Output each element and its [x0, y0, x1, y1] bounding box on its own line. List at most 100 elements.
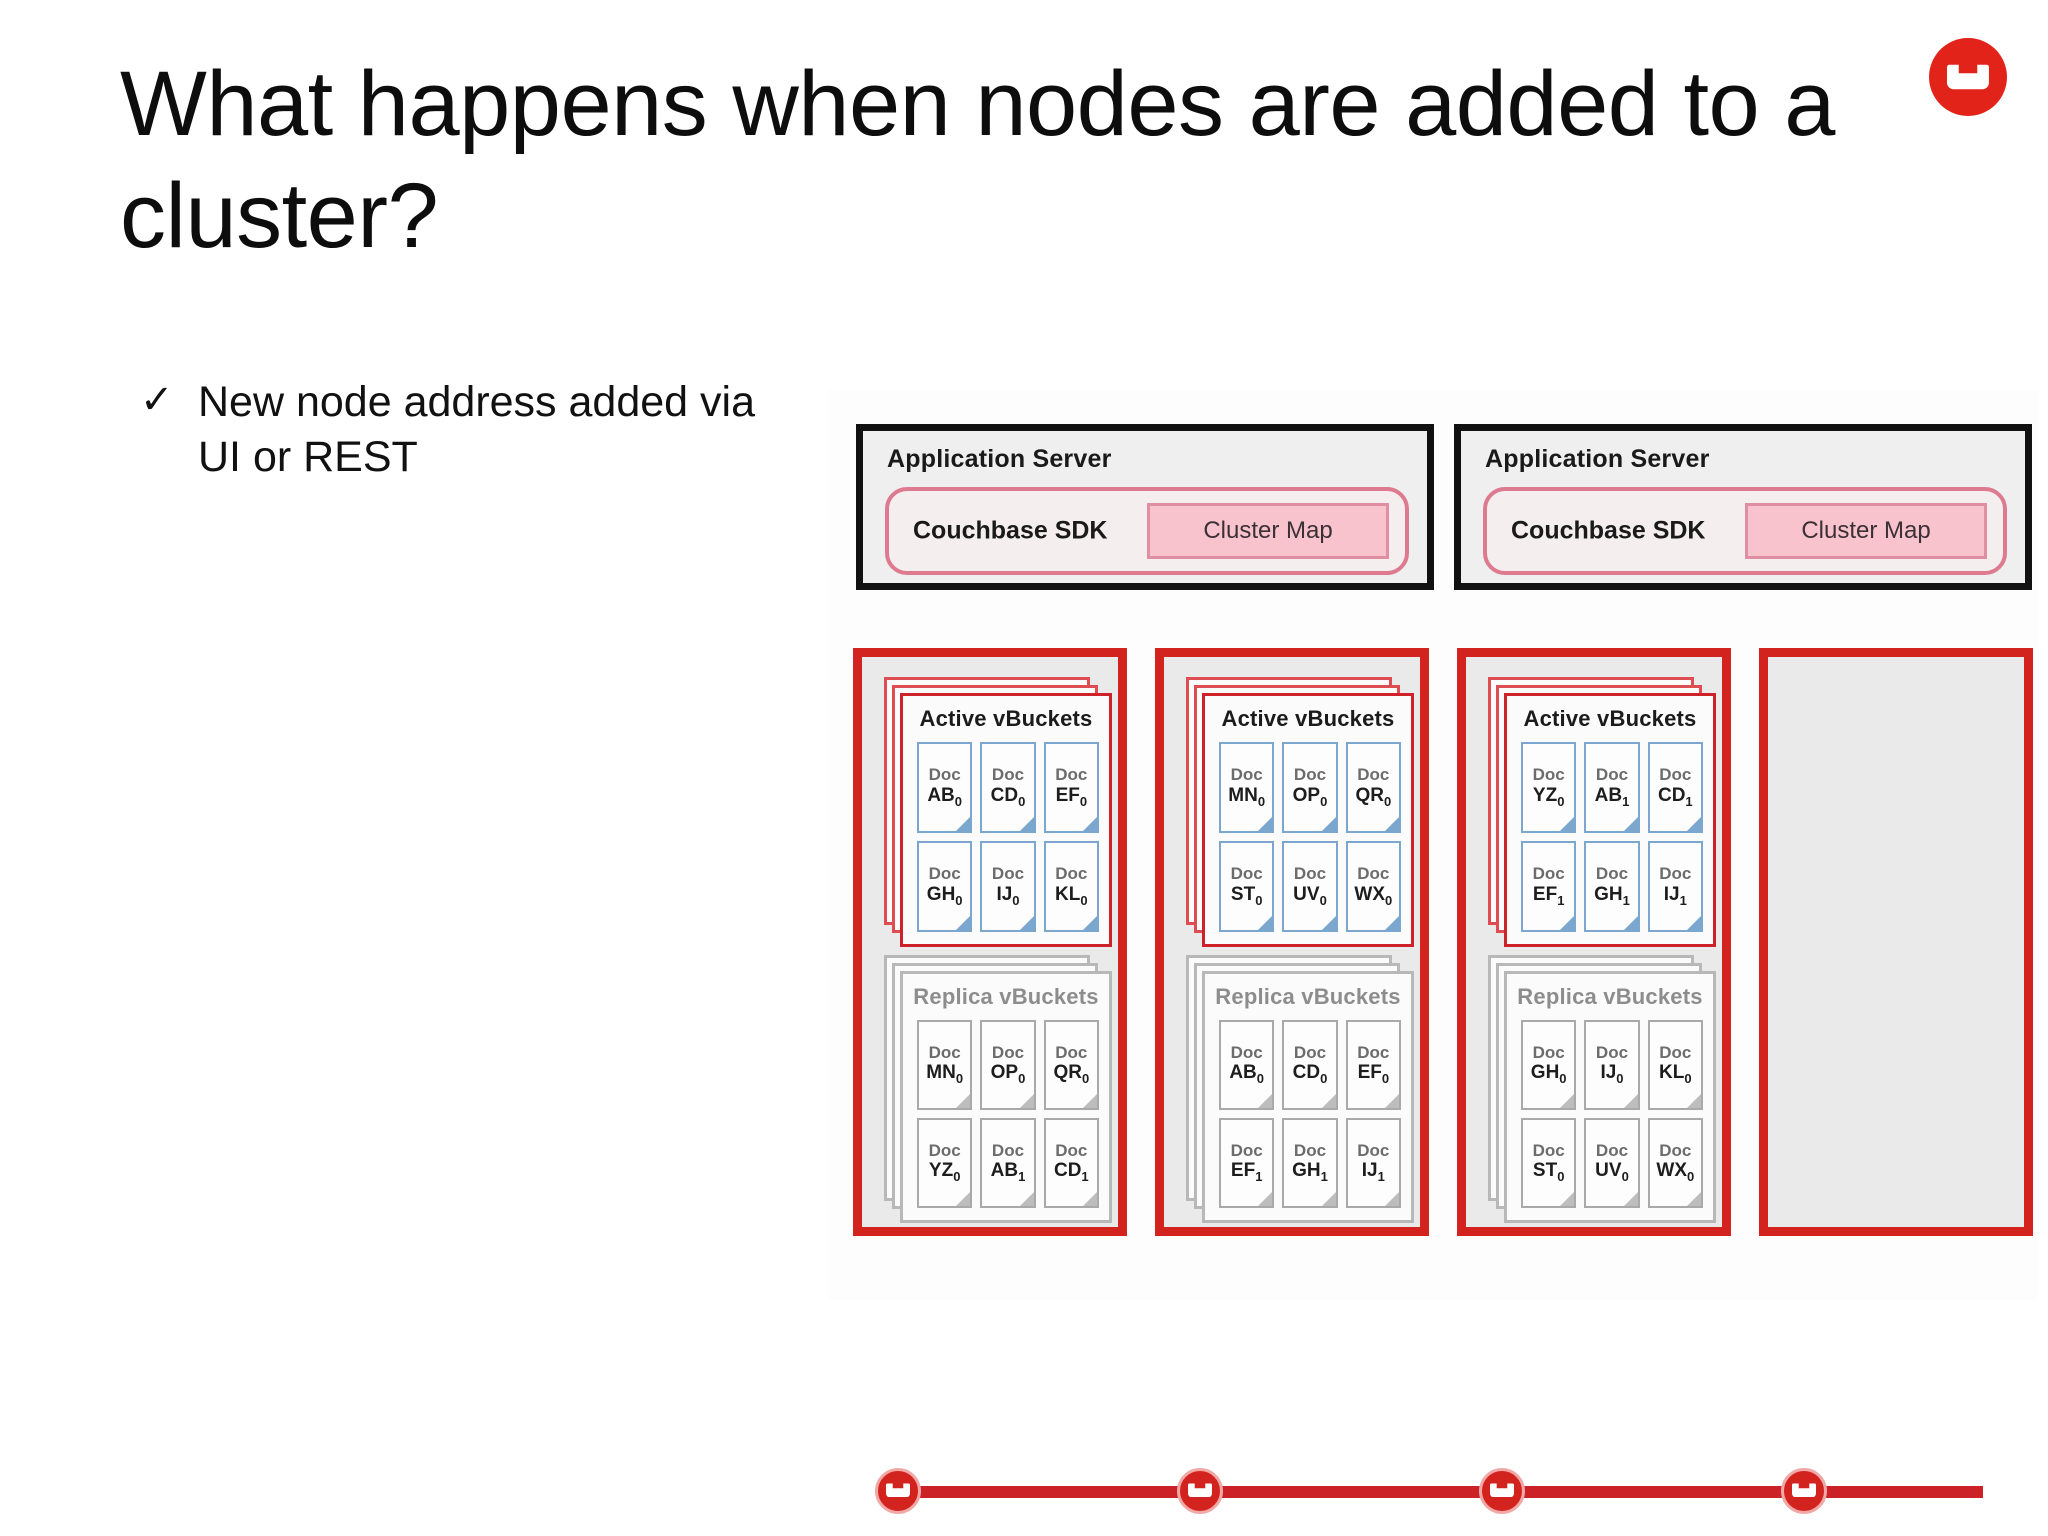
application-server-title: Application Server	[887, 445, 1112, 473]
node-badge-icon-2	[1177, 1468, 1223, 1514]
application-server-row: Application Server Couchbase SDK Cluster…	[856, 424, 2032, 590]
doc-id-label: GH0	[1530, 1062, 1567, 1087]
doc-id-label: EF1	[1230, 1160, 1263, 1185]
doc-id-label: CD0	[990, 784, 1026, 809]
bucket-glyph	[1490, 1483, 1514, 1500]
doc-id-label: QR0	[1053, 1062, 1090, 1087]
doc-kind-label: Doc	[1293, 765, 1327, 785]
doc-kind-label: Doc	[1595, 1042, 1629, 1062]
doc-id-label: AB1	[1594, 784, 1630, 809]
cluster-node-4-new-empty	[1759, 648, 2033, 1236]
doc-id-label: AB0	[927, 784, 962, 809]
doc-id-label: EF0	[1055, 784, 1088, 809]
node-badge-icon-3	[1479, 1468, 1525, 1514]
doc-kind-label: Doc	[1532, 1140, 1565, 1160]
application-server-1: Application Server Couchbase SDK Cluster…	[856, 424, 1434, 590]
doc-id-label: IJ1	[1663, 883, 1687, 908]
doc-id-label: IJ0	[996, 883, 1020, 908]
doc-kind-label: Doc	[1357, 1140, 1390, 1160]
replica-vbuckets-title: Replica vBuckets	[913, 984, 1099, 1009]
doc-kind-label: Doc	[1532, 864, 1565, 884]
doc-kind-label: Doc	[1293, 1042, 1327, 1062]
doc-kind-label: Doc	[1595, 864, 1629, 884]
doc-id-label: YZ0	[1532, 784, 1565, 809]
logo-bucket-glyph	[1946, 64, 1990, 90]
bucket-glyph	[886, 1483, 910, 1500]
doc-id-label: OP0	[1292, 784, 1328, 809]
doc-kind-label: Doc	[928, 1140, 961, 1160]
doc-id-label: MN0	[926, 1062, 964, 1087]
couchbase-logo-icon	[1929, 38, 2007, 116]
doc-kind-label: Doc	[1293, 864, 1327, 884]
doc-kind-label: Doc	[1532, 1042, 1565, 1062]
list-item: ✓ New node address added via UI or REST	[140, 375, 780, 485]
doc-id-label: GH1	[1594, 883, 1630, 908]
doc-id-label: CD1	[1053, 1160, 1089, 1185]
node-badge-icon-4	[1781, 1468, 1827, 1514]
bullet-list: ✓ New node address added via UI or REST	[140, 375, 780, 485]
doc-kind-label: Doc	[928, 765, 961, 785]
doc-kind-label: Doc	[1230, 765, 1263, 785]
doc-kind-label: Doc	[1055, 1140, 1088, 1160]
doc-id-label: EF0	[1357, 1062, 1390, 1087]
bucket-glyph	[1792, 1483, 1816, 1500]
doc-kind-label: Doc	[1659, 1140, 1692, 1160]
doc-kind-label: Doc	[1659, 765, 1692, 785]
doc-kind-label: Doc	[1357, 864, 1390, 884]
doc-id-label: KL0	[1055, 883, 1088, 908]
couchbase-sdk-box-1: Couchbase SDK Cluster Map	[885, 487, 1409, 575]
doc-id-label: IJ0	[1600, 1062, 1624, 1087]
doc-kind-label: Doc	[1230, 1042, 1263, 1062]
doc-id-label: WX0	[1354, 883, 1393, 908]
doc-kind-label: Doc	[991, 1140, 1025, 1160]
cluster-map-label: Cluster Map	[1203, 517, 1333, 544]
doc-kind-label: Doc	[1230, 1140, 1263, 1160]
replica-vbuckets-title: Replica vBuckets	[1215, 984, 1401, 1009]
replica-vbuckets-title: Replica vBuckets	[1517, 984, 1703, 1009]
doc-id-label: EF1	[1532, 883, 1565, 908]
doc-kind-label: Doc	[1055, 1042, 1088, 1062]
doc-id-label: ST0	[1532, 1160, 1565, 1185]
doc-id-label: MN0	[1228, 784, 1266, 809]
node-badge-icon-1	[875, 1468, 921, 1514]
doc-kind-label: Doc	[1659, 1042, 1692, 1062]
cluster-diagram: Application Server Couchbase SDK Cluster…	[828, 390, 2038, 1514]
